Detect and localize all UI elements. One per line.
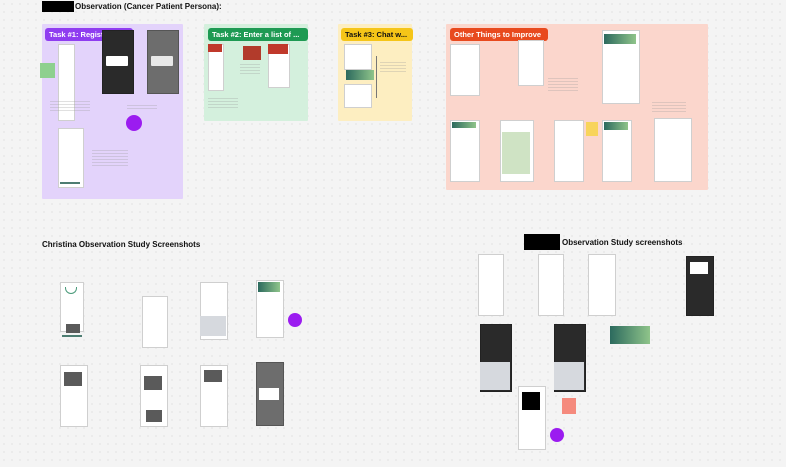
christina-section-title: Christina Observation Study Screenshots	[42, 240, 201, 249]
sticky-note	[40, 63, 55, 78]
connector-line	[376, 56, 377, 98]
observation-note	[548, 78, 578, 92]
task2-tag[interactable]: Task #2: Enter a list of ...	[208, 28, 308, 41]
comment-avatar[interactable]	[126, 115, 142, 131]
screenshot-phone	[518, 40, 544, 86]
banner-image	[258, 282, 280, 292]
video-thumbnail	[146, 410, 162, 422]
dialog-box	[106, 56, 128, 66]
screenshot-phone	[58, 128, 84, 188]
screenshot-phone	[602, 120, 632, 182]
screenshot-phone	[344, 44, 372, 70]
banner-image	[346, 70, 374, 80]
banner-image	[452, 122, 476, 128]
task3-tag[interactable]: Task #3: Chat w...	[341, 28, 413, 41]
banner-image	[610, 326, 650, 344]
observation-note	[240, 64, 260, 74]
observation-note	[127, 105, 157, 111]
observation-note	[50, 101, 90, 111]
screenshot-phone	[588, 254, 616, 316]
header-image	[208, 44, 222, 52]
banner-image	[604, 34, 636, 44]
dialog-box	[259, 388, 279, 400]
observation-note	[92, 150, 128, 168]
keyboard	[554, 362, 584, 390]
sticky-note	[562, 398, 576, 414]
map-area	[502, 132, 530, 174]
banner-image	[604, 122, 628, 130]
observation-note	[380, 62, 406, 74]
redacted-name-block	[524, 234, 560, 250]
video-thumbnail	[204, 370, 222, 382]
observation-note	[208, 98, 238, 108]
dialog-box	[690, 262, 708, 274]
screenshot-phone	[654, 118, 692, 182]
comment-avatar[interactable]	[550, 428, 564, 442]
comment-avatar[interactable]	[288, 313, 302, 327]
screenshot-phone	[554, 120, 584, 182]
video-thumbnail	[64, 372, 82, 386]
improve-tag[interactable]: Other Things to Improve	[450, 28, 548, 41]
keyboard	[480, 362, 510, 390]
video-thumbnail	[243, 46, 261, 60]
screenshot-phone	[478, 254, 504, 316]
screenshot-phone	[344, 84, 372, 108]
button-bar	[60, 182, 80, 184]
second-section-title: Observation Study screenshots	[562, 238, 683, 247]
header-image	[268, 44, 288, 54]
screenshot-phone	[450, 44, 480, 96]
redacted-photo	[522, 392, 540, 410]
screenshot-phone	[538, 254, 564, 316]
page-title: Observation (Cancer Patient Persona):	[75, 2, 222, 11]
redacted-name-block	[42, 1, 74, 12]
observation-note	[652, 102, 686, 114]
button-bar	[62, 335, 82, 337]
screenshot-phone	[142, 296, 168, 348]
video-thumbnail	[144, 376, 162, 390]
sticky-note	[586, 122, 598, 136]
keyboard	[200, 316, 226, 336]
video-thumbnail	[66, 324, 80, 333]
screenshot-phone	[450, 120, 480, 182]
dialog-box	[151, 56, 173, 66]
